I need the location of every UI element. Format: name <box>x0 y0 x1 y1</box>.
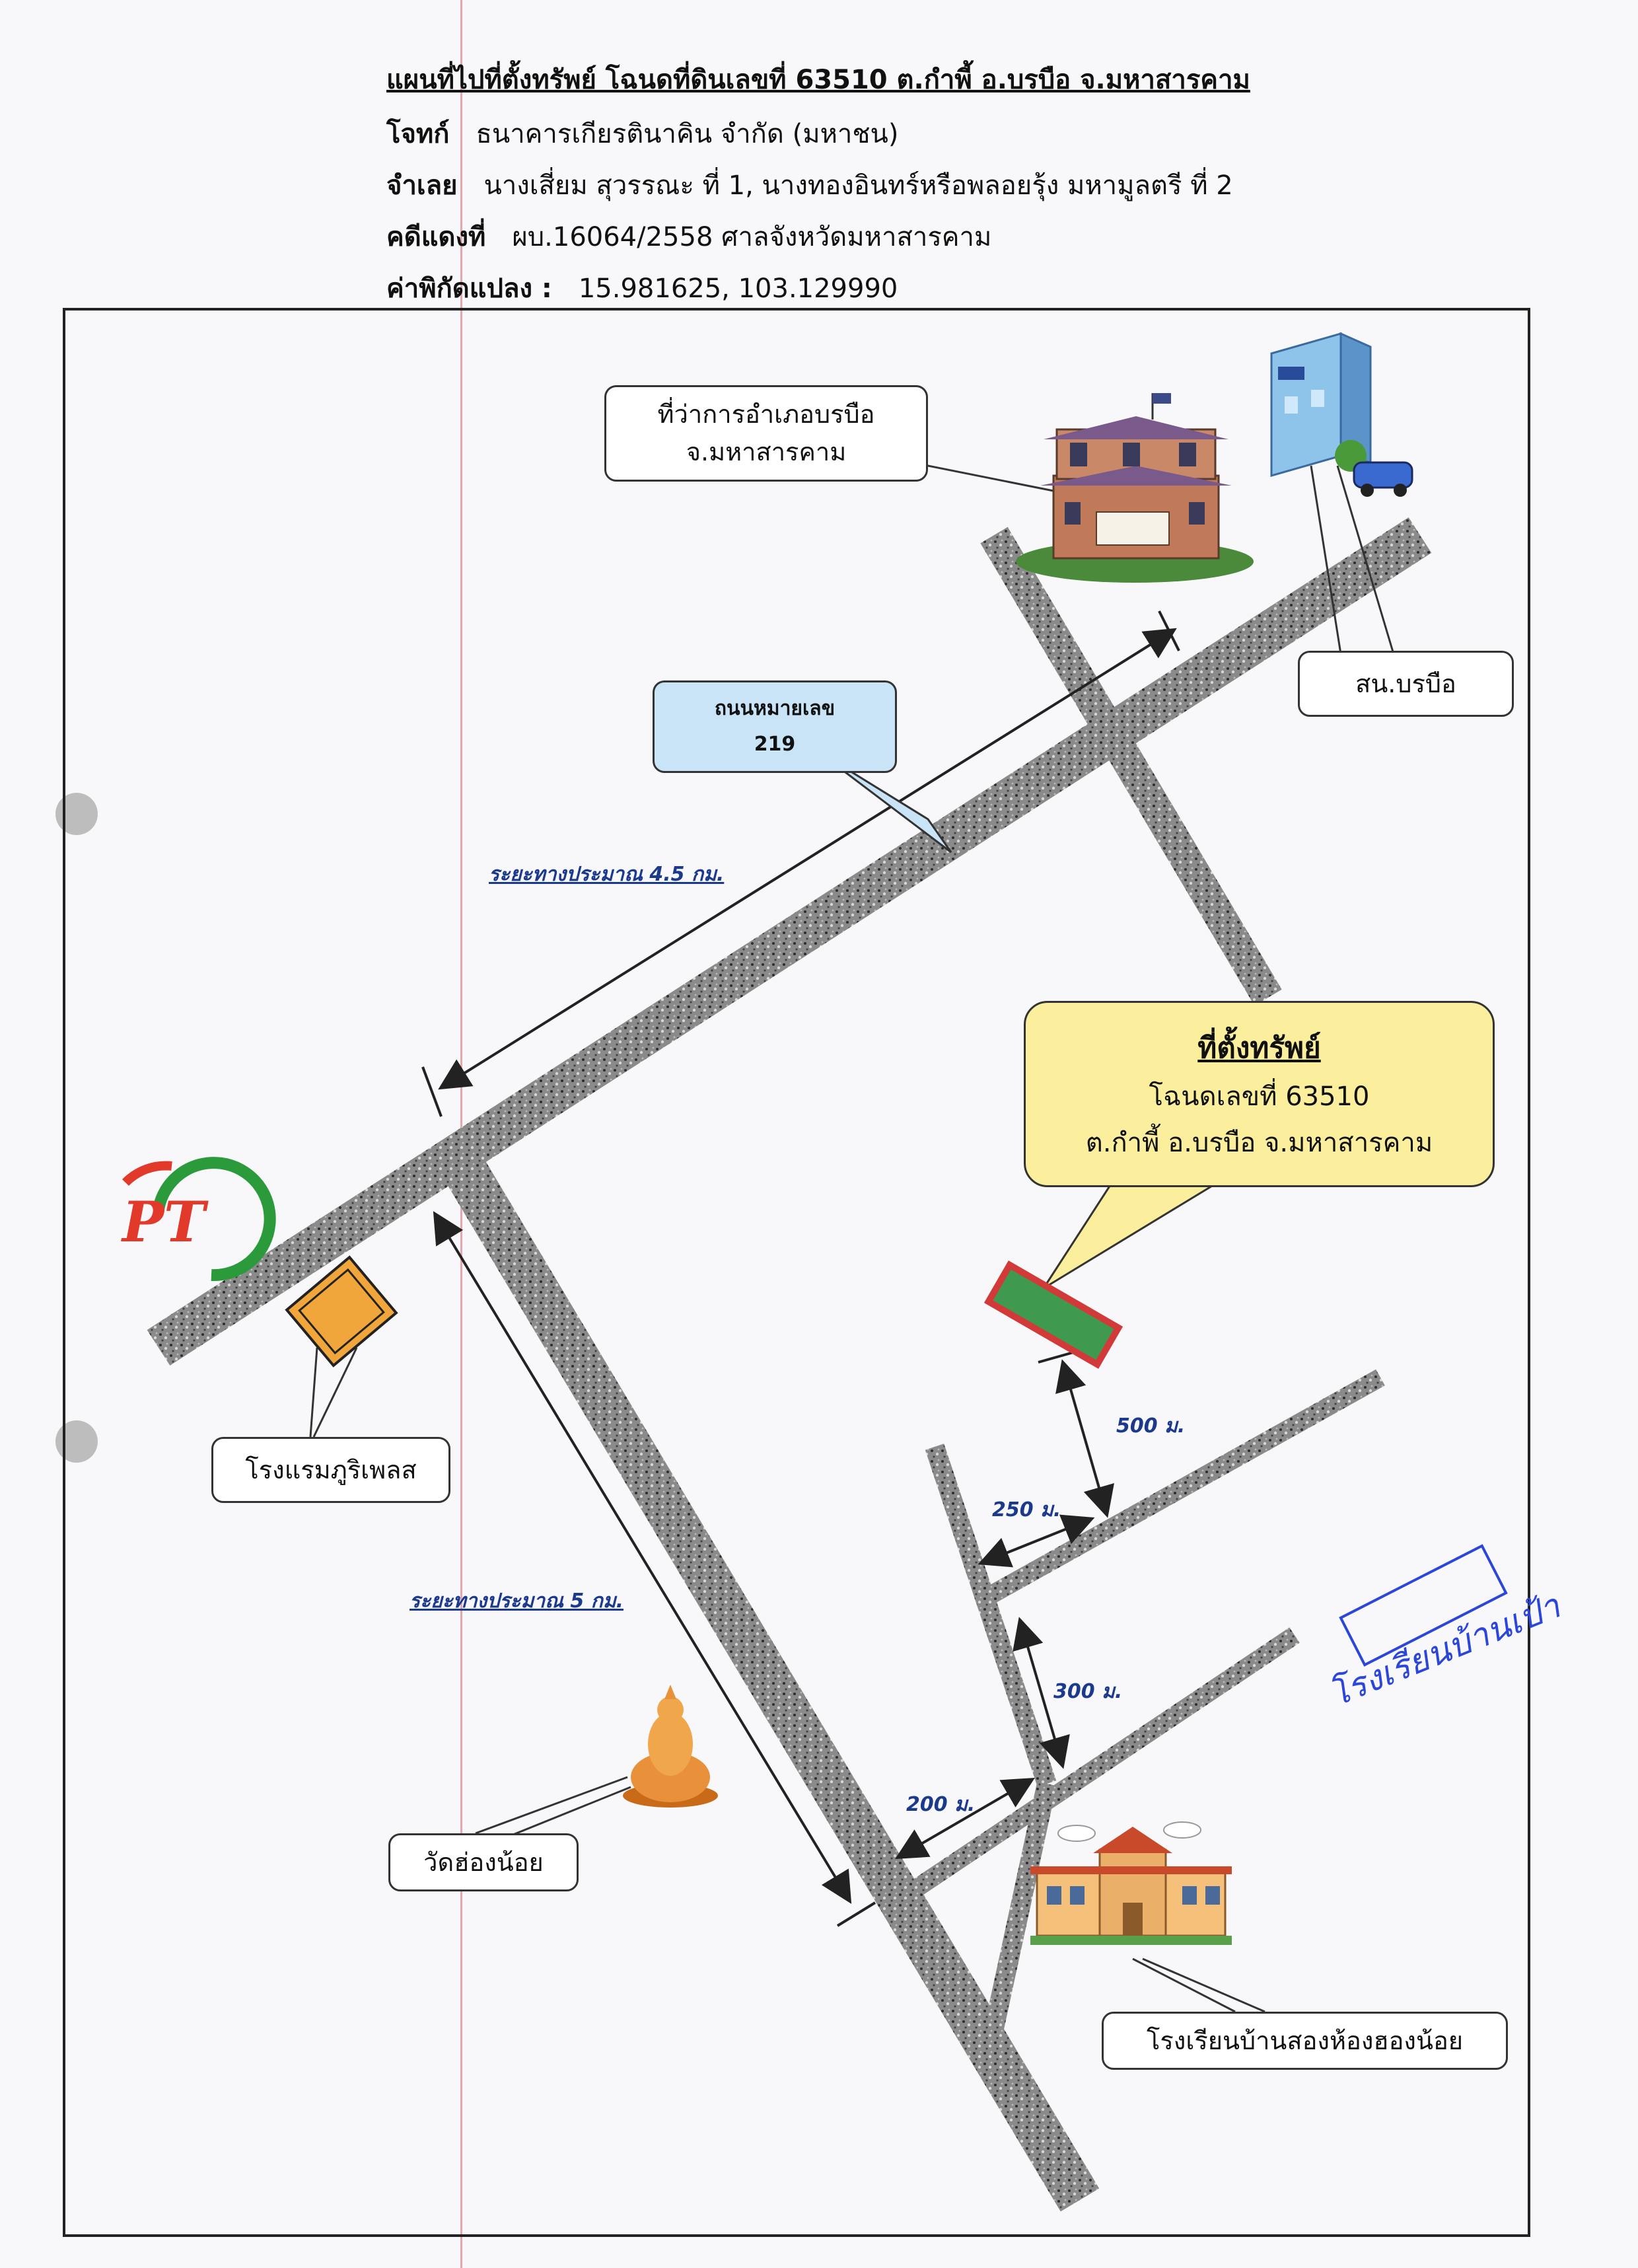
tick-4-5km-b <box>1158 610 1180 651</box>
plaintiff-line: โจทก์ ธนาคารเกียรตินาคิน จำกัด (มหาชน) <box>386 112 899 155</box>
pointer-school-b <box>1142 1957 1265 2013</box>
plaintiff-label: โจทก์ <box>386 119 450 149</box>
police-station-label: สน.บรบือ <box>1298 651 1514 717</box>
district-office-label: ที่ว่าการอำเภอบรบือ จ.มหาสารคาม <box>604 385 928 482</box>
highway-label-line2: 219 <box>754 733 796 756</box>
arrow-300m <box>1013 1617 1070 1769</box>
road-soi-200 <box>890 1627 1300 1911</box>
temple-buddha-icon <box>623 1685 718 1808</box>
property-callout-location: ต.กำพี้ อ.บรบือ จ.มหาสารคาม <box>1085 1127 1433 1158</box>
police-station-icon <box>1270 332 1413 497</box>
punch-hole-bottom <box>55 1420 98 1463</box>
pt-logo-icon <box>122 1157 276 1282</box>
distance-left-road: ระยะทางประมาณ 5 กม. <box>410 1590 624 1613</box>
pointer-property <box>1042 1175 1232 1290</box>
school-label-text: โรงเรียนบ้านสองห้องฮองน้อย <box>1146 2026 1464 2055</box>
highway-label: ถนนหมายเลข 219 <box>653 680 897 773</box>
distance-top-road: ระยะทางประมาณ 4.5 กม. <box>489 863 725 886</box>
plaintiff-value: ธนาคารเกียรตินาคิน จำกัด (มหาชน) <box>476 119 899 149</box>
temple-label-text: วัดฮ่องน้อย <box>423 1847 544 1877</box>
highway-label-line1: ถนนหมายเลข <box>714 697 836 720</box>
pointer-district-office <box>911 461 1061 494</box>
hotel-building-icon <box>285 1255 398 1368</box>
arrow-5km <box>433 1211 852 1904</box>
coordinate-line: ค่าพิกัดแปลง : 15.981625, 103.129990 <box>386 267 898 309</box>
distance-300m: 300 ม. <box>1053 1680 1123 1703</box>
defendant-label: จำเลย <box>386 170 458 201</box>
tick-4-5km-a <box>421 1066 443 1117</box>
pointer-police-a <box>1310 465 1342 655</box>
school-building-icon <box>1030 1821 1232 1945</box>
road-south <box>435 1141 1100 2212</box>
hotel-label: โรงแรมภูริเพลส <box>211 1437 450 1503</box>
pointer-temple-a <box>475 1776 628 1835</box>
pointer-school-a <box>1132 1957 1236 2013</box>
distance-200m: 200 ม. <box>906 1793 976 1816</box>
police-station-label-text: สน.บรบือ <box>1355 669 1456 698</box>
coordinate-label: ค่าพิกัดแปลง : <box>386 274 552 304</box>
tick-5km <box>836 1901 876 1927</box>
road-soi-lower <box>984 1781 1057 2031</box>
distance-500m: 500 ม. <box>1116 1414 1186 1438</box>
distance-arrows <box>421 610 1180 1927</box>
district-office-building-icon <box>1016 393 1254 583</box>
school-label: โรงเรียนบ้านสองห้องฮองน้อย <box>1102 2012 1508 2070</box>
pt-logo-text: PT <box>122 1189 205 1255</box>
map-frame <box>63 308 1530 2237</box>
distance-250m: 250 ม. <box>992 1498 1061 1521</box>
pointer-hotel-a <box>309 1347 318 1438</box>
property-callout-title: ที่ตั้งทรัพย์ <box>1197 1031 1321 1065</box>
arrow-200m <box>895 1777 1035 1860</box>
pointer-hotel-b <box>312 1347 358 1438</box>
handwritten-plot-icon <box>1339 1544 1508 1667</box>
callout-pointers <box>309 461 1395 2013</box>
case-line: คดีแดงที่ ผบ.16064/2558 ศาลจังหวัดมหาสาร… <box>386 215 991 258</box>
arrow-500m <box>1055 1359 1114 1518</box>
coordinate-value: 15.981625, 103.129990 <box>578 274 898 304</box>
pointer-police-b <box>1336 465 1395 655</box>
case-value: ผบ.16064/2558 ศาลจังหวัดมหาสารคาม <box>512 222 992 252</box>
arrow-4-5km <box>438 628 1177 1090</box>
district-office-label-line1: ที่ว่าการอำเภอบรบือ <box>657 400 875 429</box>
punch-hole-top <box>55 793 98 835</box>
defendant-line: จำเลย นางเสี่ยม สุวรรณะ ที่ 1, นางทองอิน… <box>386 164 1233 206</box>
arrow-250m <box>978 1514 1095 1568</box>
hotel-label-text: โรงแรมภูริเพลส <box>245 1455 417 1484</box>
pointer-highway <box>815 749 952 854</box>
property-callout: ที่ตั้งทรัพย์ โฉนดเลขที่ 63510 ต.กำพี้ อ… <box>1024 1001 1495 1187</box>
case-label: คดีแดงที่ <box>386 222 486 252</box>
defendant-value: นางเสี่ยม สุวรรณะ ที่ 1, นางทองอินทร์หรื… <box>483 170 1233 201</box>
page-title: แผนที่ไปที่ตั้งทรัพย์ โฉนดที่ดินเลขที่ 6… <box>386 65 1250 95</box>
property-callout-deed: โฉนดเลขที่ 63510 <box>1149 1081 1370 1112</box>
property-plot <box>983 1260 1123 1370</box>
temple-label: วัดฮ่องน้อย <box>388 1833 579 1891</box>
district-office-label-line2: จ.มหาสารคาม <box>686 437 847 466</box>
